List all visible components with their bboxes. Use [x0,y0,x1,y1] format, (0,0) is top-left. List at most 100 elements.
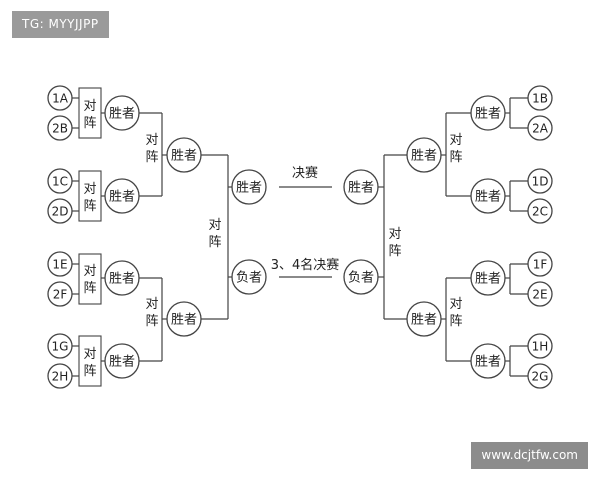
left-r2-vs-0-char-1: 对 [145,133,158,148]
right-r1-winner-2-circle [470,260,506,296]
left-vs-label-1-char-1: 对 [83,182,96,197]
seed-2e-right: 2E [527,281,553,307]
right-r2-winner-1-label: 胜者 [411,313,437,328]
seed-2c-right: 2C [527,198,553,224]
seed-1f-right: 1F [527,251,553,277]
seed-2d: 2D [47,198,73,224]
left-r2-winner-0: 胜者 [166,137,202,173]
right-r2-vs-0-char-1: 对 [449,133,462,148]
right-semi-winner: 胜者 [343,169,379,205]
left-semi-loser-circle [231,259,267,295]
seed-1c: 1C [47,168,73,194]
right-r1-winner-0-label: 胜者 [475,107,501,122]
bracket-lines [72,87,528,387]
right-r2-vs-0-char-2: 阵 [449,150,462,165]
left-r1-winner-1: 胜者 [104,178,140,214]
right-semi-winner-label: 胜者 [348,181,374,196]
seed-1e: 1E [47,251,73,277]
left-r1-winner-2-label: 胜者 [109,272,135,287]
seed-2h-circle [47,363,73,389]
seed-2b-circle [47,115,73,141]
seed-1b-right-circle [527,85,553,111]
seed-2e-right-label: 2E [532,288,547,302]
left-r1-winner-2-circle [104,260,140,296]
left-r2-vs-0-char-2: 阵 [145,150,158,165]
right-r2-winner-0-label: 胜者 [411,149,437,164]
right-r1-winner-2: 胜者 [470,260,506,296]
seed-1g-circle [47,333,73,359]
left-vs-label-1-char-2: 阵 [83,199,96,214]
right-r2-winner-1: 胜者 [406,301,442,337]
watermark-bottom-right: www.dcjtfw.com [471,442,588,469]
seed-1d-right: 1D [527,168,553,194]
right-r2-winner-1-circle [406,301,442,337]
right-r1-winner-3-circle [470,343,506,379]
left-r2-vs-1-char-1: 对 [145,297,158,312]
seed-1e-circle [47,251,73,277]
seed-1c-label: 1C [52,175,68,189]
left-vs-label-2-char-1: 对 [83,264,96,279]
left-semi-vs-char-1: 对 [208,218,221,233]
right-semi-loser-circle [343,259,379,295]
seed-1d-right-label: 1D [532,175,549,189]
right-r1-winner-0: 胜者 [470,95,506,131]
left-vs-label-0-char-2: 阵 [83,116,96,131]
seed-1g-label: 1G [52,340,69,354]
seed-2c-right-circle [527,198,553,224]
seed-1d-right-circle [527,168,553,194]
seed-1e-label: 1E [52,258,67,272]
seed-2d-label: 2D [52,205,69,219]
left-r2-winner-0-label: 胜者 [171,149,197,164]
right-semi-loser: 负者 [343,259,379,295]
seed-2f: 2F [47,281,73,307]
seed-1c-circle [47,168,73,194]
left-r1-winner-2: 胜者 [104,260,140,296]
left-vs-label-0-char-1: 对 [83,99,96,114]
left-r2-winner-1: 胜者 [166,301,202,337]
right-r1-winner-1: 胜者 [470,178,506,214]
left-vs-label-3-char-1: 对 [83,347,96,362]
seed-1b-right: 1B [527,85,553,111]
left-semi-winner: 胜者 [231,169,267,205]
left-r1-winner-3-circle [104,343,140,379]
left-semi-loser: 负者 [231,259,267,295]
seed-2d-circle [47,198,73,224]
right-r1-winner-1-label: 胜者 [475,190,501,205]
left-r1-winner-1-label: 胜者 [109,190,135,205]
seed-2b: 2B [47,115,73,141]
right-r2-winner-0: 胜者 [406,137,442,173]
bracket-nodes: 1A2B胜者1C2D胜者1E2F胜者1G2H胜者胜者胜者胜者负者1B2A胜者1D… [47,85,553,389]
seed-2b-label: 2B [52,122,68,136]
seed-2a-right: 2A [527,115,553,141]
seed-1g: 1G [47,333,73,359]
seed-1f-right-label: 1F [533,258,548,272]
right-semi-winner-circle [343,169,379,205]
seed-1a-label: 1A [52,92,69,106]
right-semi-vs-char-1: 对 [388,227,401,242]
seed-2f-label: 2F [53,288,68,302]
seed-1h-right-circle [527,333,553,359]
seed-1h-right-label: 1H [532,340,549,354]
right-r2-vs-1-char-1: 对 [449,297,462,312]
seed-2h: 2H [47,363,73,389]
seed-1a-circle [47,85,73,111]
left-semi-winner-circle [231,169,267,205]
left-semi-vs-char-2: 阵 [208,235,221,250]
right-r2-winner-0-circle [406,137,442,173]
left-r2-winner-1-circle [166,301,202,337]
right-r2-vs-1-char-2: 阵 [449,314,462,329]
seed-1a: 1A [47,85,73,111]
right-r1-winner-3-label: 胜者 [475,355,501,370]
seed-1f-right-circle [527,251,553,277]
left-r2-winner-1-label: 胜者 [171,313,197,328]
watermark-top-left: TG: MYYJJPP [12,11,109,38]
right-r1-winner-1-circle [470,178,506,214]
left-r2-winner-0-circle [166,137,202,173]
final-label: 决赛 [292,165,318,181]
left-vs-label-3-char-2: 阵 [83,364,96,379]
right-semi-loser-label: 负者 [348,271,374,286]
seed-1h-right: 1H [527,333,553,359]
right-semi-vs-char-2: 阵 [388,244,401,259]
